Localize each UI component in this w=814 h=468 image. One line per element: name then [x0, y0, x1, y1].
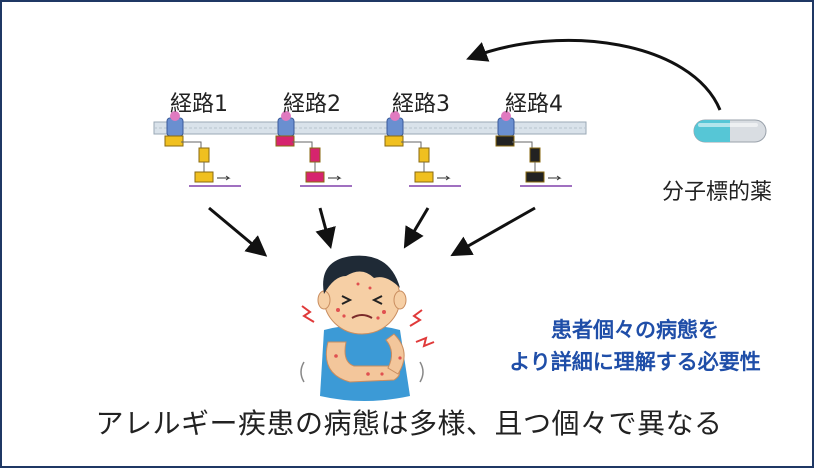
capsule-icon: [693, 119, 767, 143]
pathway-2-link: [292, 141, 313, 150]
pathway-3-link: [437, 175, 451, 181]
pathway-2-node: [309, 147, 321, 163]
pathway-4-node: [529, 147, 541, 163]
pathway-3-node: [418, 147, 430, 163]
arrow-pathway2-to-patient: [315, 207, 336, 250]
pathway-1-node: [194, 171, 214, 183]
arrow-pathway4-to-patient: [450, 206, 536, 257]
pathway-1-link: [217, 175, 231, 181]
pathway-4-node: [495, 135, 515, 147]
pathway-3-node: [390, 111, 400, 121]
pathway-1-node: [170, 111, 180, 121]
pathway-4-node: [525, 171, 545, 183]
pathway-2-link: [328, 175, 342, 181]
cell-membrane: [153, 121, 587, 135]
emphasis-line-2: より詳細に理解する必要性: [509, 350, 761, 374]
pathway-2-node: [305, 171, 325, 183]
pathway-1-diagram: [164, 111, 241, 187]
arrow-pathway1-to-patient: [208, 206, 268, 257]
pathway-3-node: [414, 171, 434, 183]
drug-label: 分子標的薬: [662, 180, 773, 205]
caption: アレルギー疾患の病態は多様、且つ個々で異なる: [95, 407, 723, 440]
pathway-3-diagram: [384, 111, 461, 187]
pathway-3-link: [401, 141, 422, 150]
pathway-label-2: 経路2: [283, 92, 341, 117]
pathway-label-3: 経路3: [392, 92, 450, 117]
itchy-patient-illustration: [300, 255, 435, 401]
pathway-4-node: [501, 111, 511, 121]
pathway-3-node: [384, 135, 404, 147]
pathway-label-1: 経路1: [170, 92, 228, 117]
emphasis-line-1: 患者個々の病態を: [551, 318, 719, 342]
pathway-1-node: [164, 135, 184, 147]
pathway-1-link: [181, 141, 202, 150]
emphasis-text: 患者個々の病態を より詳細に理解する必要性: [465, 314, 805, 378]
arrow-pathway3-to-patient: [403, 207, 430, 249]
pathway-1-node: [198, 147, 210, 163]
pathway-2-node: [281, 111, 291, 121]
pathway-label-4: 経路4: [505, 92, 563, 117]
pathway-2-diagram: [275, 111, 352, 187]
pathway-2-node: [275, 135, 295, 147]
drug-action-arrow: [466, 38, 722, 111]
pathway-4-link: [548, 175, 562, 181]
pathway-4-diagram: [495, 111, 572, 187]
pathway-4-link: [512, 141, 533, 150]
